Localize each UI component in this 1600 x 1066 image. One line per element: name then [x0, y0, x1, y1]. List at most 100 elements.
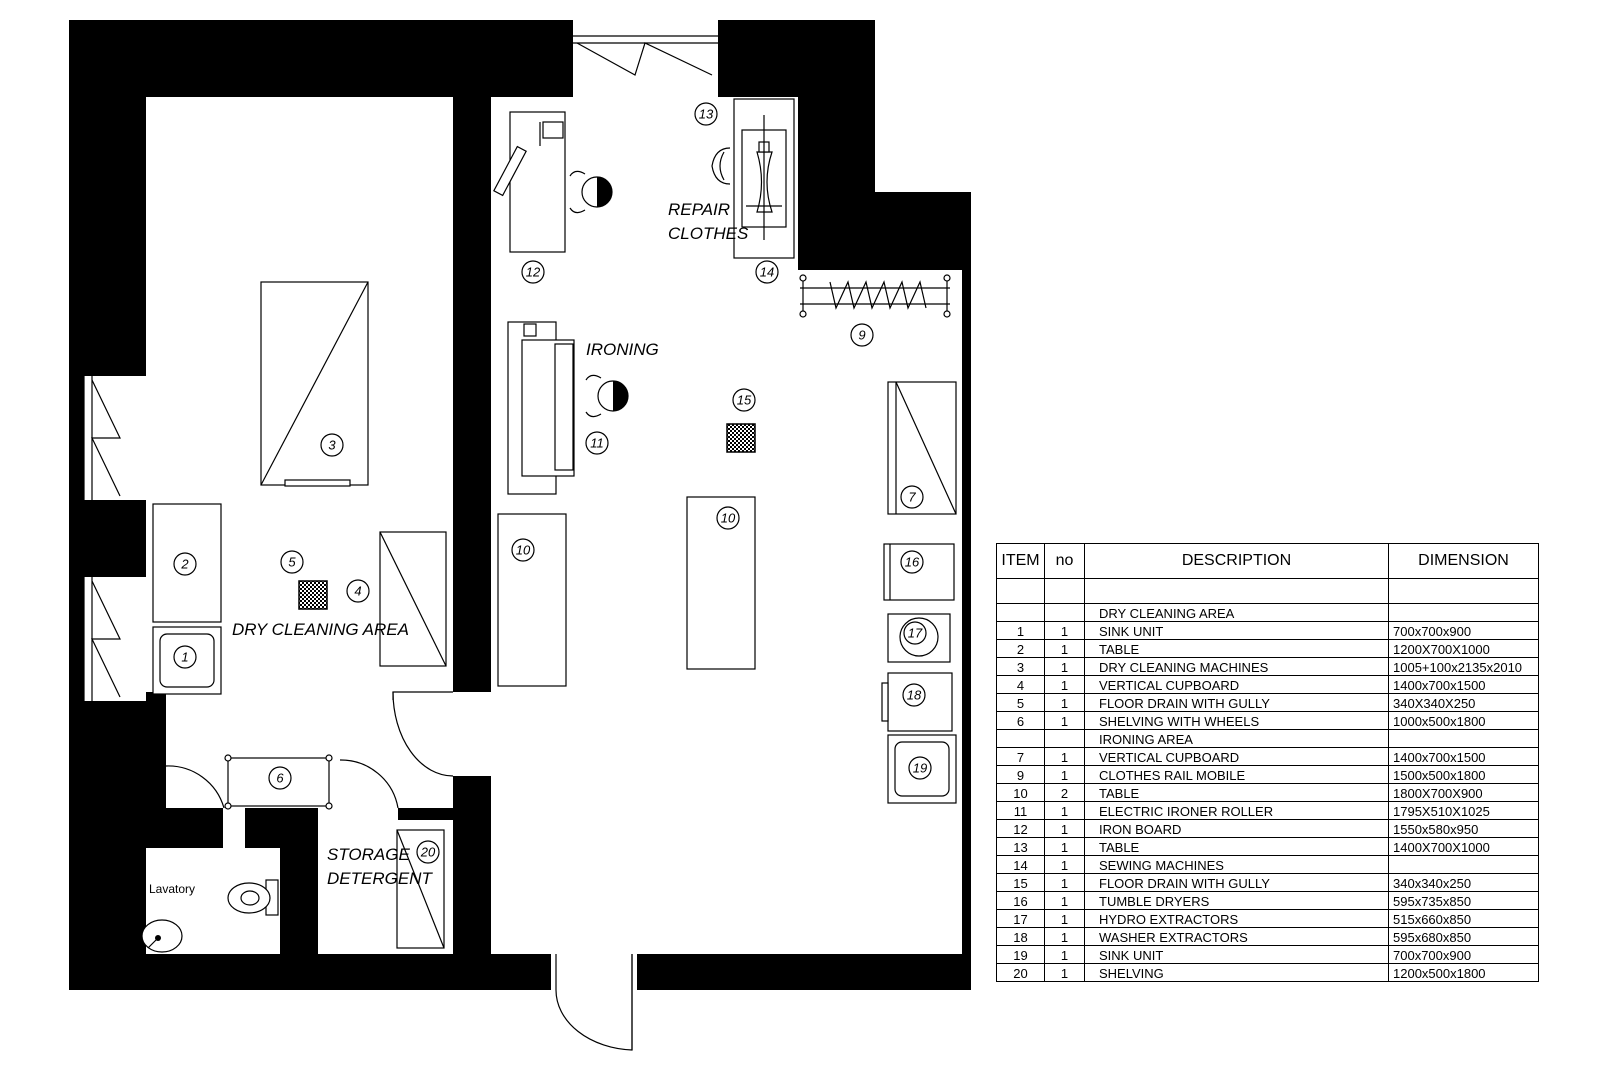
svg-text:11: 11 — [590, 436, 604, 451]
legend-no: 1 — [1044, 873, 1085, 892]
legend-no: 1 — [1044, 837, 1085, 856]
label-storage: STORAGE — [327, 845, 410, 864]
legend-description: SHELVING — [1084, 963, 1389, 982]
legend-item: 7 — [996, 747, 1045, 766]
legend-item: 6 — [996, 711, 1045, 730]
legend-item — [996, 729, 1045, 748]
svg-text:13: 13 — [699, 107, 714, 122]
table-14 — [733, 98, 795, 259]
vertical-cupboard-4 — [379, 531, 447, 667]
legend-no: 1 — [1044, 891, 1085, 910]
svg-text:2: 2 — [180, 557, 189, 572]
legend-item: 20 — [996, 963, 1045, 982]
marker-19: 19 — [908, 756, 932, 780]
marker-14: 14 — [755, 260, 779, 284]
marker-10-right: 10 — [716, 506, 740, 530]
svg-text:20: 20 — [420, 845, 436, 860]
legend-item: 15 — [996, 873, 1045, 892]
iron-board-12 — [493, 111, 566, 253]
legend-item: 16 — [996, 891, 1045, 910]
tumble-dryer-16 — [883, 543, 955, 601]
legend-dimension: 1200X700X1000 — [1388, 639, 1539, 658]
window-glazing — [83, 35, 718, 701]
legend-no: 1 — [1044, 657, 1085, 676]
legend-no: 1 — [1044, 639, 1085, 658]
legend-dimension: 1795X510X1025 — [1388, 801, 1539, 820]
header-item: ITEM — [996, 543, 1045, 579]
legend-item: 13 — [996, 837, 1045, 856]
legend-item: 10 — [996, 783, 1045, 802]
svg-text:7: 7 — [908, 490, 916, 505]
legend-dimension: 595x680x850 — [1388, 927, 1539, 946]
svg-text:1: 1 — [181, 650, 188, 665]
marker-5: 5 — [280, 550, 304, 574]
legend-header-row: ITEM no DESCRIPTION DIMENSION — [996, 543, 1539, 579]
label-dry-cleaning-area: DRY CLEANING AREA — [232, 620, 409, 639]
chair-11 — [585, 374, 629, 418]
legend-no — [1044, 603, 1085, 622]
legend-table: ITEM no DESCRIPTION DIMENSION DRY CLEANI… — [996, 543, 1539, 982]
legend-dimension: 1400x700x1500 — [1388, 747, 1539, 766]
header-dimension: DIMENSION — [1388, 543, 1539, 579]
legend-description: IRON BOARD — [1084, 819, 1389, 838]
legend-item: 5 — [996, 693, 1045, 712]
marker-7: 7 — [900, 485, 924, 509]
legend-description: SEWING MACHINES — [1084, 855, 1389, 874]
legend-dimension: 340X340X250 — [1388, 693, 1539, 712]
legend-row: IRONING AREA — [996, 729, 1539, 748]
legend-dimension: 1000x500x1800 — [1388, 711, 1539, 730]
ironer-roller-11 — [507, 321, 575, 495]
legend-item: 17 — [996, 909, 1045, 928]
legend-item: 18 — [996, 927, 1045, 946]
legend-description: TUMBLE DRYERS — [1084, 891, 1389, 910]
legend-no: 1 — [1044, 819, 1085, 838]
legend-item — [996, 603, 1045, 622]
legend-item: 9 — [996, 765, 1045, 784]
lavatory-fixtures — [141, 879, 279, 953]
marker-17: 17 — [903, 621, 927, 645]
legend-dimension: 700x700x900 — [1388, 945, 1539, 964]
legend-item: 1 — [996, 621, 1045, 640]
legend-item: 14 — [996, 855, 1045, 874]
legend-no: 1 — [1044, 747, 1085, 766]
legend-no: 1 — [1044, 801, 1085, 820]
legend-no: 1 — [1044, 765, 1085, 784]
legend-dimension — [1388, 603, 1539, 622]
floor-drain-15 — [726, 423, 756, 453]
label-ironing: IRONING — [586, 340, 659, 359]
label-detergent: DETERGENT — [327, 869, 433, 888]
marker-10-left: 10 — [511, 538, 535, 562]
legend-description: DRY CLEANING AREA — [1084, 603, 1389, 622]
svg-text:6: 6 — [276, 771, 284, 786]
floor-drain-5 — [298, 580, 328, 610]
legend-dimension: 515x660x850 — [1388, 909, 1539, 928]
window-top — [573, 20, 718, 97]
legend-no: 1 — [1044, 945, 1085, 964]
table-10-left — [497, 513, 567, 687]
svg-text:3: 3 — [328, 438, 336, 453]
svg-text:17: 17 — [908, 626, 923, 641]
marker-12: 12 — [521, 260, 545, 284]
svg-text:15: 15 — [737, 393, 752, 408]
entrance-opening — [551, 954, 637, 990]
legend-item: 2 — [996, 639, 1045, 658]
legend-description: TABLE — [1084, 837, 1389, 856]
svg-text:4: 4 — [354, 584, 361, 599]
legend-no: 1 — [1044, 693, 1085, 712]
marker-9: 9 — [850, 323, 874, 347]
legend-description: DRY CLEANING MACHINES — [1084, 657, 1389, 676]
